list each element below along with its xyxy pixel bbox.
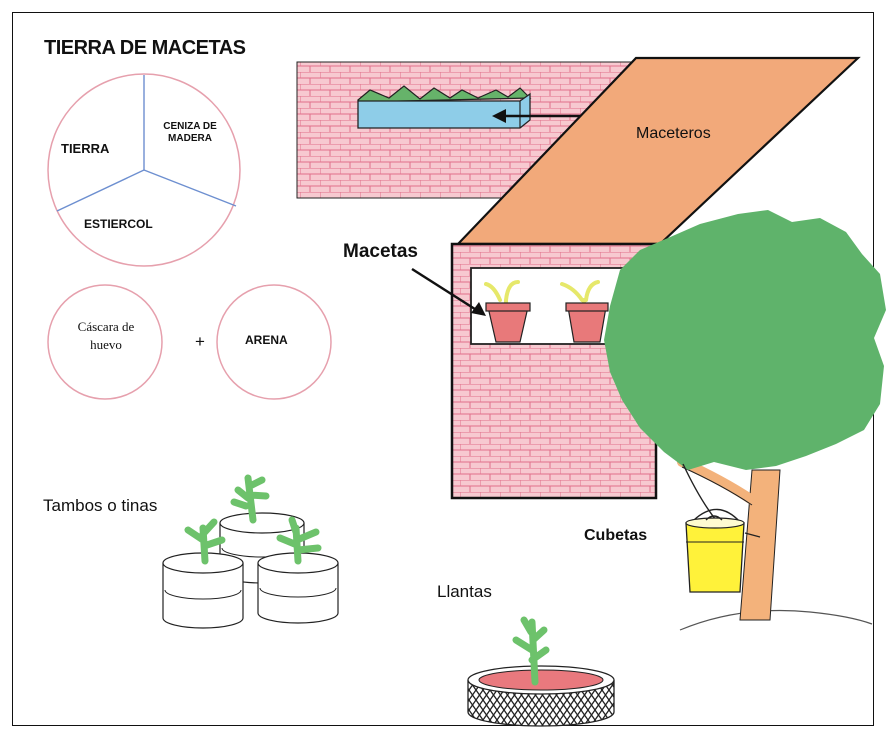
pie-label-estiercol: ESTIERCOL [84, 217, 153, 231]
page-title: TIERRA DE MACETAS [44, 37, 246, 59]
tree-foliage [604, 210, 886, 470]
pie-label-tierra: TIERRA [61, 141, 110, 156]
soil-mix-pie [47, 73, 241, 267]
tire-planter [467, 616, 615, 727]
bucket [682, 463, 761, 593]
maceteros-label: Maceteros [636, 125, 711, 142]
cubetas-label: Cubetas [584, 527, 648, 544]
cascara-label: Cáscara de huevo [77, 319, 135, 352]
tambos-group [162, 474, 339, 629]
arena-label: ARENA [245, 333, 288, 347]
plus-sign: + [195, 332, 205, 351]
planter-box [357, 85, 532, 129]
llantas-label: Llantas [437, 582, 492, 601]
macetas-label: Macetas [343, 241, 418, 262]
pie-label-ceniza: CENIZA DE MADERA [163, 121, 217, 144]
arena-circle [216, 284, 332, 400]
tambos-label: Tambos o tinas [43, 496, 158, 515]
cascara-circle [47, 284, 163, 400]
